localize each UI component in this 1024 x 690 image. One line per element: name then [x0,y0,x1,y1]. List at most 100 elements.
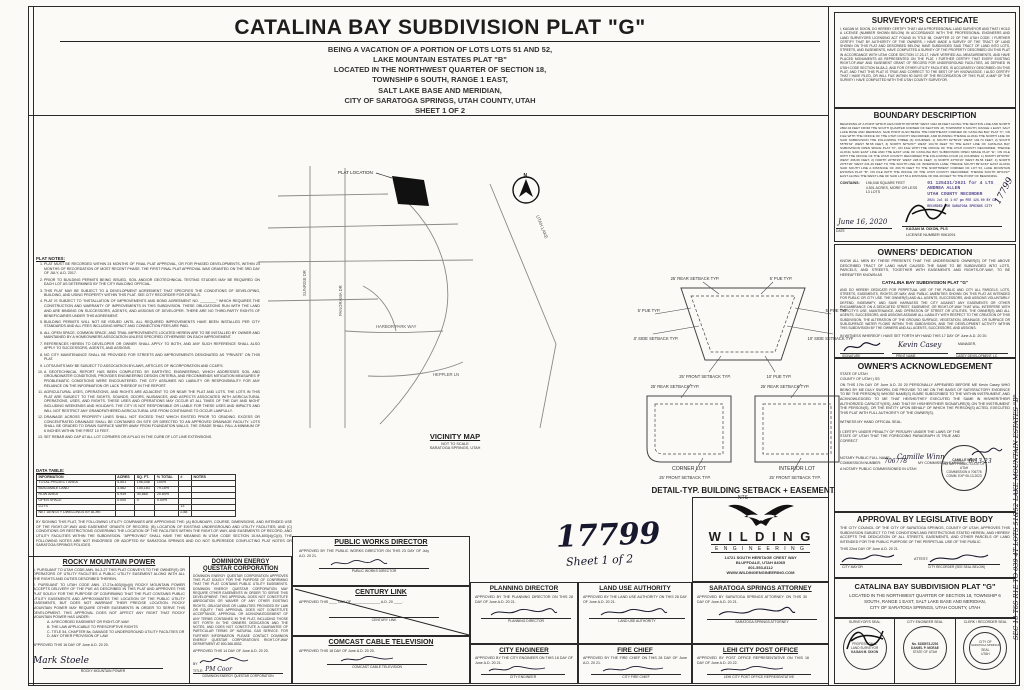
recorder-seal-line3: SEAL [981,647,990,652]
plat-note: REFERENCES HEREIN TO DEVELOPER OR OWNER … [44,342,260,351]
land-use-authority-block: LAND USE AUTHORITY APPROVED BY THE LAND … [578,582,692,644]
subtitle-line: CITY OF SARATOGA SPRINGS, UTAH COUNTY, U… [344,95,536,105]
acknowledgement-title: OWNER'S ACKNOWLEDGEMENT [857,361,993,371]
land-use-signer-label: LAND USE AUTHORITY [618,619,656,624]
commission-number-value: 706778 [884,457,908,465]
data-table-title: DATA TABLE: [36,468,65,473]
firm-web: WWW.WILDINGENGINEERING.COM [726,570,795,576]
legislative-date-line: THIS 22nd DAY OF June A.D. 20 21. [840,546,899,551]
footer-location-3: CITY OF SARATOGA SPRINGS, UTAH COUNTY, U… [869,604,981,610]
contains-label: CONTAINS: [840,180,860,185]
owner-print-name: Kevin Casey [898,341,942,350]
public-works-title: PUBLIC WORKS DIRECTOR [334,539,428,546]
notary-name-value: Camille Winn [897,452,945,461]
surveyor-name: KAGAN M. DIXON, PLS [906,227,948,231]
rocky-signature: Mark Stoele [33,655,89,666]
stamp-entry-number: 01 125431/2021 for 4 LTS [927,180,994,186]
city-engineer-signature [488,666,546,672]
attorney-signer-label: SARATOGA SPRINGS ATTORNEY [735,620,789,625]
footer-title-block: CATALINA BAY SUBDIVISION PLAT "G" LOCATE… [834,578,1016,618]
firm-addr1: 14721 SOUTH HERITAGE CREST WAY [724,554,797,560]
plat-location-label: PLAT LOCATION [338,170,373,175]
attest-label: ATTEST: [914,557,929,562]
century-crossout-line [294,588,470,636]
recorder-seal-line2: SARATOGA SPRINGS [971,643,1000,648]
engineer-seal-state: STATE OF UTAH [912,650,938,654]
dominion-title-label: TITLE: [193,669,204,674]
century-link-title: CENTURY LINK [355,589,407,596]
fire-chief-title: FIRE CHIEF [617,647,653,654]
dominion-signature [199,657,248,664]
plat-location-shape [392,176,429,206]
public-works-signature [330,559,388,566]
rocky-sub-c: C. TITLE 54, CHAPTER 8a, DAMAGE TO UNDER… [47,629,185,634]
dedication-witness-line: IN WITNESS WHEREOF I HAVE SET FORTH MY H… [840,333,988,338]
label-pue-top: 5' PUE TYP. [770,276,793,281]
plat-note: DRAINAGE ACROSS PROPERTY LINES SHALL NOT… [44,415,260,434]
label-rear3: 25' REAR SETBACK TYP. [761,384,810,389]
surveyor-date-label: DATE [836,229,845,233]
subtitle-line: SALT LAKE BASE AND MERIDIAN, [378,85,502,95]
legislative-approval-block: APPROVAL BY LEGISLATIVE BODY THE CITY CO… [834,512,1016,578]
contains-acres: 4.501 ACRES, MORE OR LESS [865,185,918,190]
owners-acknowledgement-block: OWNER'S ACKNOWLEDGEMENT STATE OF UTAH CO… [834,358,1016,512]
ack-footer: A NOTARY PUBLIC COMMISSIONED IN UTAH [840,466,917,471]
label-pue-right: 5' PUE TYP. [826,308,849,313]
plat-note: LOTS/UNITS MAY BE SUBJECT TO ASSOCIATION… [44,364,260,369]
land-use-signature [600,608,668,616]
rocky-title: ROCKY MOUNTAIN POWER [62,559,156,566]
vicinity-map: PLAT LOCATION N SUNRISE DR PANORAMA DR H… [258,166,608,428]
right-column-divider [828,6,829,686]
notary-seal-line4: COMM. EXP 06-13-2023 [946,474,982,478]
rocky-sub-d: D. ANY OTHER PROVISION OF LAW [47,634,108,639]
city-engineer-seal: No. 8158973-2202 DANIEL P. MCRAE STATE O… [902,626,947,670]
comcast-approved-line: APPROVED THIS 18 DAY OF June A.D. 20 20. [299,649,375,653]
planning-title: PLANNING DIRECTOR [489,585,559,592]
attorney-block: SARATOGA SPRINGS ATTORNEY APPROVED BY SA… [692,582,829,644]
comcast-block: COMCAST CABLE TELEVISION APPROVED THIS 1… [292,636,470,684]
street-label-sunrise: SUNRISE DR [302,270,307,296]
surveyor-signature [905,203,947,223]
lehi-post-office-block: LEHI CITY POST OFFICE APPROVED BY POST O… [692,644,829,684]
plat-note: PLAT MUST BE RECORDED WITHIN 24 MONTHS O… [44,262,260,276]
cell: NET DENSITY DWELLINGS BY ACRE [36,509,116,517]
rocky-sub-b: B. THE LAW APPLICABLE TO PRESCRIPTIVE RI… [47,625,138,630]
eagle-logo [727,504,794,526]
plat-note: BUILDING PERMITS WILL NOT BE ISSUED UNTI… [44,320,260,329]
plat-notes-title: PLAT NOTES: [36,256,65,261]
owners-dedication-title: OWNERS' DEDICATION [877,247,973,257]
notary-name-label: NOTARY PUBLIC FULL NAME: [840,455,891,460]
dominion-by-label: BY [193,662,198,667]
boundary-description-block: BOUNDARY DESCRIPTION BEGINNING AT A POIN… [834,108,1016,242]
city-engineer-approved-line: APPROVED BY THE CITY ENGINEER ON THIS 18… [475,656,573,665]
page-title: CATALINA BAY SUBDIVISION PLAT "G" [60,16,820,42]
subtitle-line: LOCATED IN THE NORTHWEST QUARTER OF SECT… [333,65,547,75]
footer-plat-title: CATALINA BAY SUBDIVISION PLAT "G" [854,582,996,591]
subtitle-line: BEING A VACATION OF A PORTION OF LOTS LO… [327,45,553,54]
rocky-mountain-power-block: ROCKY MOUNTAIN POWER 1. PURSUANT TO UTAH… [28,556,190,684]
engineering-firm-block: W I L D I N G E N G I N E E R I N G 1472… [692,497,829,582]
notary-seal: CAMILLE WINN NOTARY PUBLIC STATE OF UTAH… [941,445,987,491]
contains-area-sqft: 196,048 SQUARE FEET [865,180,906,185]
legislative-approval-body: THE CITY COUNCIL OF THE CITY OF SARATOGA… [840,526,1010,545]
surveyor-signature-row: June 16, 2020 DATE KAGAN M. DIXON, PLS L… [836,203,1016,244]
legislative-approval-title: APPROVAL BY LEGISLATIVE BODY [856,515,994,524]
surveyor-date-value: June 16, 2020 [838,218,888,226]
setback-caption: DETAIL-TYP. BUILDING SETBACK + EASEMENT [651,486,835,495]
fire-chief-approved-line: APPROVED BY THE FIRE CHIEF ON THIS 28 DA… [583,656,687,665]
boundary-description-body: BEGINNING AT A POINT WHICH LIES NORTH 89… [840,121,1010,178]
north-arrow-icon: N [512,173,540,204]
lehi-approved-line: APPROVED BY POST OFFICE REPRESENTATIVE O… [697,656,809,665]
stamp-fee-line: 2021 Jul 15 1:07 pm FEE 126.00 BY CD [927,197,997,202]
dominion-approved-line: APPROVED THIS 14 DAY OF June A.D. 20 20. [193,649,269,654]
attorney-title: SARATOGA SPRINGS ATTORNEY [709,585,812,592]
label-pue-left: 5' PUE TYP. [638,308,661,313]
street-label-heppler: HEPPLER LN [433,372,459,377]
rocky-note-1: 1. PURSUANT TO UTAH CODE ANN. 54-3-27 TH… [33,567,185,581]
cell [191,509,236,517]
surveyors-certificate-block: SURVEYOR'S CERTIFICATE I, KAGAN M. DIXON… [834,12,1016,108]
owner-role-2: CASEY DEVELOPMENT, LC [956,354,998,359]
